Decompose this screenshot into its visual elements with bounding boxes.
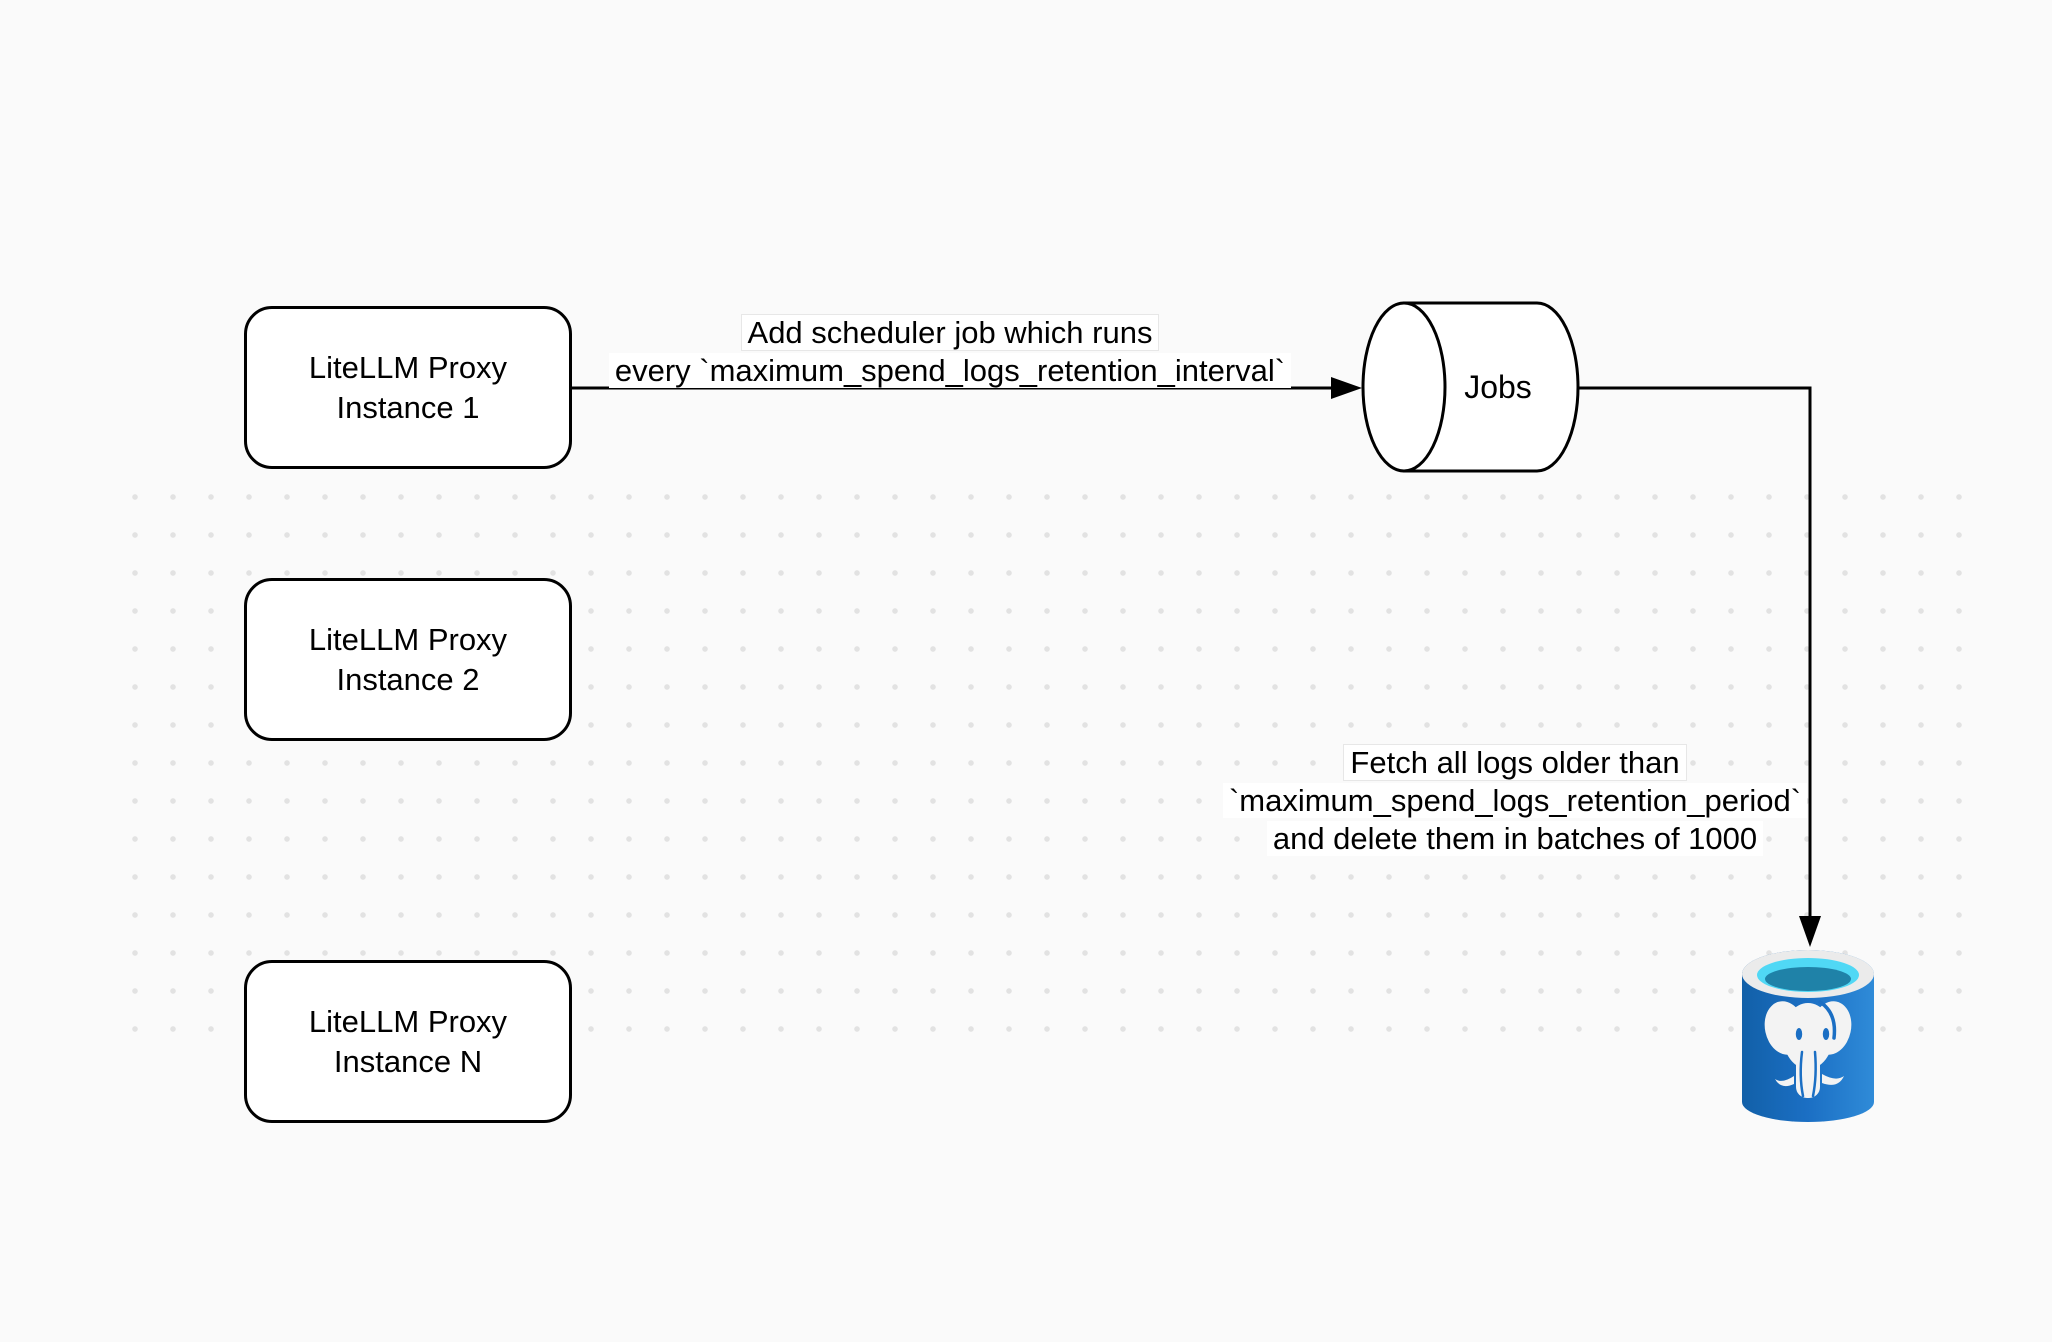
edge-label-fetch-line1: Fetch all logs older than bbox=[1343, 744, 1687, 781]
node-label-line2: Instance N bbox=[333, 1043, 483, 1079]
jobs-node-label: Jobs bbox=[1464, 369, 1532, 405]
edge-label-scheduler-line1: Add scheduler job which runs bbox=[740, 314, 1160, 351]
edge-label-fetch: Fetch all logs older than `maximum_spend… bbox=[1185, 744, 1845, 858]
postgresql-icon bbox=[1742, 950, 1874, 1122]
jobs-to-db-connector bbox=[1578, 386, 1821, 947]
arrowhead-down-icon bbox=[1799, 916, 1821, 947]
node-label-line1: LiteLLM Proxy bbox=[308, 349, 508, 385]
postgres-elephant-icon bbox=[1764, 1000, 1852, 1098]
edge-label-fetch-line2: `maximum_spend_logs_retention_period` bbox=[1222, 783, 1808, 818]
node-proxy-instance-n: LiteLLM Proxy Instance N bbox=[244, 960, 572, 1123]
node-proxy-instance-1: LiteLLM Proxy Instance 1 bbox=[244, 306, 572, 469]
node-label-line2: Instance 1 bbox=[336, 389, 480, 425]
node-label-line2: Instance 2 bbox=[336, 661, 480, 697]
edge-label-scheduler: Add scheduler job which runs every `maxi… bbox=[570, 314, 1330, 390]
scheduler-arrow bbox=[571, 377, 1362, 399]
node-proxy-instance-2: LiteLLM Proxy Instance 2 bbox=[244, 578, 572, 741]
edge-label-fetch-line3: and delete them in batches of 1000 bbox=[1266, 821, 1764, 856]
edge-label-scheduler-line2: every `maximum_spend_logs_retention_inte… bbox=[608, 353, 1292, 388]
node-label-line1: LiteLLM Proxy bbox=[308, 621, 508, 657]
node-label-line1: LiteLLM Proxy bbox=[308, 1003, 508, 1039]
arrowhead-right-icon bbox=[1331, 377, 1362, 399]
jobs-cylinder bbox=[1361, 301, 1580, 473]
